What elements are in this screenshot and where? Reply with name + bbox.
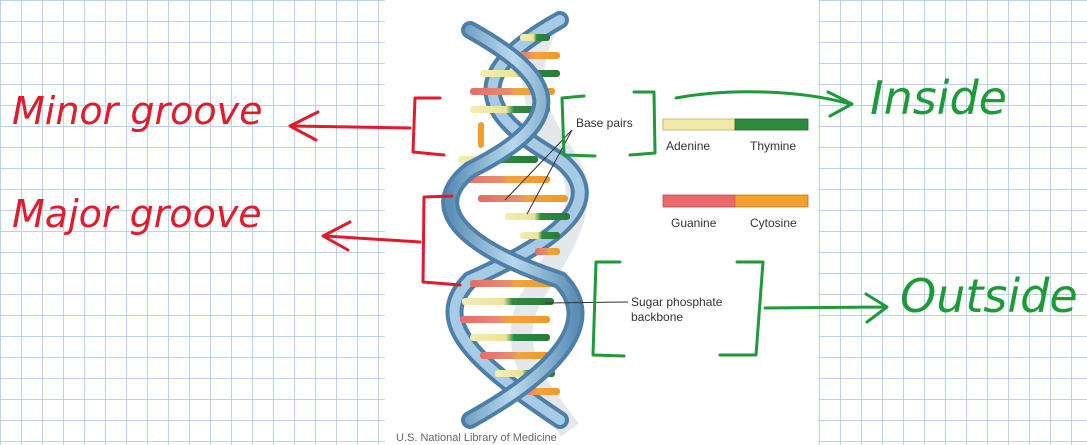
backbone-label-line2: backbone xyxy=(631,310,683,324)
legend-guanine: Guanine xyxy=(671,216,717,230)
base-pair xyxy=(535,248,560,255)
base-pair xyxy=(480,352,550,359)
legend-cytosine: Cytosine xyxy=(750,216,797,230)
base-pair xyxy=(505,213,570,220)
credit-text: U.S. National Library of Medicine xyxy=(396,432,557,444)
base-pair xyxy=(478,195,568,202)
outside-label: Outside xyxy=(900,269,1078,323)
base-pair xyxy=(460,316,550,323)
base-pairs-label: Base pairs xyxy=(576,116,633,130)
legend-adenine: Adenine xyxy=(666,139,710,153)
backbone-label-line1: Sugar phosphate xyxy=(631,295,723,309)
base-pair xyxy=(470,334,550,341)
base-pair xyxy=(462,298,554,305)
inside-label: Inside xyxy=(870,71,1007,125)
base-pair xyxy=(520,34,550,41)
minor-groove-label: Minor groove xyxy=(12,89,263,133)
base-pair xyxy=(478,122,484,148)
legend-thymine: Thymine xyxy=(750,139,796,153)
major-groove-label: Major groove xyxy=(12,192,262,236)
base-pair xyxy=(520,232,560,239)
